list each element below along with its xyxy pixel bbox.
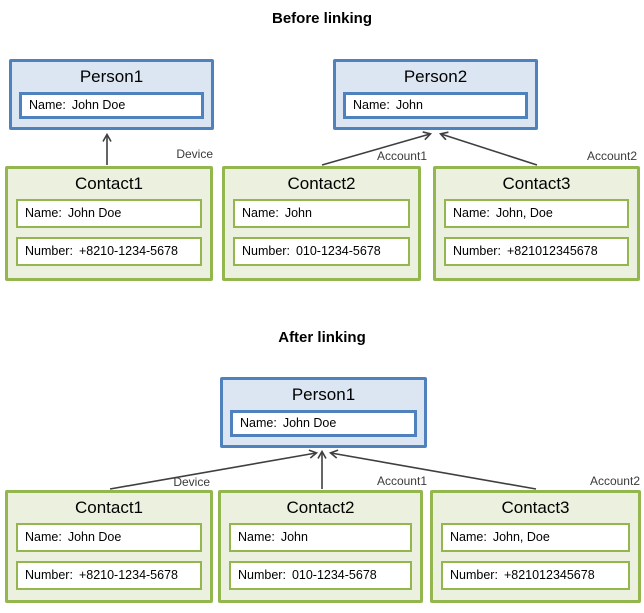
before-contact2-box: Contact2 Name: John Number: 010-1234-5678 [222, 166, 421, 281]
before-contact1-number-field: Number: +8210-1234-5678 [16, 237, 202, 266]
field-label: Number: [453, 244, 501, 258]
before-contact3-title: Contact3 [502, 174, 571, 193]
field-value: John Doe [67, 206, 122, 220]
after-contact3-name-field: Name: John, Doe [441, 523, 630, 552]
after-person1-box: Person1 Name: John Doe [220, 377, 427, 448]
after-person1-title: Person1 [291, 385, 356, 404]
field-label: Number: [242, 244, 290, 258]
arrow-after-contact1-to-person1 [109, 453, 316, 490]
before-person1-name-field: Name: John Doe [19, 92, 204, 119]
after-contact2-number-field: Number: 010-1234-5678 [229, 561, 412, 590]
field-label: Number: [238, 568, 286, 582]
field-value: 010-1234-5678 [291, 568, 377, 582]
field-label: Name: [353, 98, 390, 112]
after-contact2-title: Contact2 [286, 498, 355, 517]
field-value: +821012345678 [506, 244, 598, 258]
field-value: 010-1234-5678 [295, 244, 381, 258]
field-label: Name: [238, 530, 275, 544]
field-value: John Doe [282, 416, 337, 430]
field-value: +821012345678 [503, 568, 595, 582]
after-contact1-box: Contact1 Name: John Doe Number: +8210-1234… [5, 490, 213, 603]
after-contact3-title: Contact3 [501, 498, 570, 517]
after-contact2-name-field: Name: John [229, 523, 412, 552]
field-label: Name: [25, 206, 62, 220]
field-label: Name: [240, 416, 277, 430]
field-value: John Doe [67, 530, 122, 544]
field-label: Name: [25, 530, 62, 544]
field-value: +8210-1234-5678 [78, 568, 178, 582]
after-connector-label-account1: Account1 [376, 474, 427, 488]
field-value: John [280, 530, 308, 544]
before-contact1-box: Contact1 Name: John Doe Number: +8210-1234… [5, 166, 213, 281]
before-contact3-box: Contact3 Name: John, Doe Number: +82101234… [433, 166, 640, 281]
before-contact1-title: Contact1 [74, 174, 144, 193]
field-label: Number: [25, 244, 73, 258]
after-contact3-number-field: Number: +821012345678 [441, 561, 630, 590]
before-contact2-title: Contact2 [287, 174, 356, 193]
field-value: John, Doe [495, 206, 553, 220]
field-value: +8210-1234-5678 [78, 244, 178, 258]
after-person1-name-field: Name: John Doe [230, 410, 417, 437]
before-person1-title: Person1 [79, 67, 144, 86]
before-contact2-number-field: Number: 010-1234-5678 [233, 237, 410, 266]
field-value: John, Doe [492, 530, 550, 544]
before-person2-title: Person2 [403, 67, 468, 86]
arrow-before-contact3-to-person2 [441, 134, 538, 166]
after-section-title: After linking [278, 329, 366, 346]
after-connector-label-account2: Account2 [589, 474, 640, 488]
before-person2-box: Person2 Name: John [333, 59, 538, 130]
before-section-title: Before linking [271, 10, 372, 27]
before-person1-box: Person1 Name: John Doe [9, 59, 214, 130]
before-contact3-name-field: Name: John, Doe [444, 199, 629, 228]
before-connector-label-device: Device [176, 147, 213, 161]
after-contact1-title: Contact1 [74, 498, 144, 517]
field-label: Name: [29, 98, 66, 112]
after-contact1-name-field: Name: John Doe [16, 523, 202, 552]
before-person2-name-field: Name: John [343, 92, 528, 119]
after-contact3-box: Contact3 Name: John, Doe Number: +82101234… [430, 490, 641, 603]
field-label: Name: [450, 530, 487, 544]
before-contact2-name-field: Name: John [233, 199, 410, 228]
field-label: Name: [242, 206, 279, 220]
field-value: John [395, 98, 423, 112]
before-connector-label-account2: Account2 [586, 149, 637, 163]
after-contact1-number-field: Number: +8210-1234-5678 [16, 561, 202, 590]
before-contact1-name-field: Name: John Doe [16, 199, 202, 228]
after-contact2-box: Contact2 Name: John Number: 010-1234-5678 [218, 490, 423, 603]
before-contact3-number-field: Number: +821012345678 [444, 237, 629, 266]
field-value: John Doe [71, 98, 126, 112]
field-label: Number: [25, 568, 73, 582]
field-value: John [284, 206, 312, 220]
after-connector-label-device: Device [173, 475, 210, 489]
before-connector-label-account1: Account1 [376, 149, 427, 163]
field-label: Number: [450, 568, 498, 582]
field-label: Name: [453, 206, 490, 220]
